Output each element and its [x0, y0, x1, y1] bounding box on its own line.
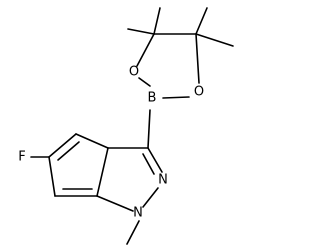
bond-b-o-upper: [138, 77, 151, 87]
bond-c5-methyl-up: [195, 7, 208, 35]
atom-labels: O O B F N N: [18, 65, 204, 221]
bond-c4-methyl-left: [127, 28, 155, 35]
bond-c5-c6: [48, 156, 56, 197]
bond-n2-n1: [142, 187, 159, 208]
bond-b-c3: [147, 109, 151, 149]
bond-n1-methyl: [126, 220, 140, 245]
bond-c4-methyl-up: [153, 7, 161, 35]
bond-c5-o-right: [195, 33, 200, 84]
bond-o-right-b: [162, 96, 190, 99]
bond-c3a-c7a: [96, 147, 109, 197]
atom-label-o-upper: O: [129, 65, 139, 80]
bond-c3a-c4: [75, 133, 109, 149]
indazole-core: [30, 109, 163, 245]
atom-label-b: B: [148, 91, 157, 106]
chemical-structure-diagram: O O B F N N: [18, 7, 234, 245]
bond-c4-c5-double: [48, 133, 77, 158]
atom-label-n2: N: [158, 173, 168, 188]
bond-c4-c5-inner: [57, 141, 80, 161]
bond-o-upper-c4: [136, 33, 155, 67]
bond-c3-n2: [147, 147, 163, 173]
atom-label-n1: N: [133, 206, 143, 221]
bond-c5-methyl-right: [195, 33, 234, 47]
atom-label-f: F: [18, 150, 25, 165]
dioxaborolane-ring: [127, 7, 234, 99]
bond-n1-c7a: [96, 195, 134, 212]
bond-c3-n2-double: [142, 153, 155, 175]
atom-label-o-right: O: [194, 85, 204, 100]
